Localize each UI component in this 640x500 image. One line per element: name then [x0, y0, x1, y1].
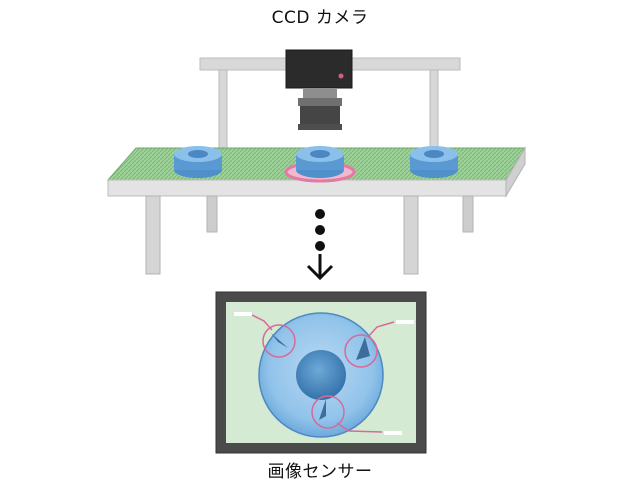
ccd-camera-icon [285, 49, 353, 130]
crack-defect-icon [271, 333, 370, 420]
conveyor-part-left [174, 146, 222, 178]
image-sensor-label: 画像センサー [267, 462, 373, 482]
conveyor-part-right [410, 146, 458, 178]
ccd-camera-label: CCD カメラ [271, 8, 369, 28]
inspection-target-part [284, 146, 356, 183]
image-sensor-monitor [215, 291, 427, 454]
transfer-dots [315, 209, 325, 251]
defect-callouts [251, 314, 395, 433]
arrow-down-icon [306, 254, 334, 281]
